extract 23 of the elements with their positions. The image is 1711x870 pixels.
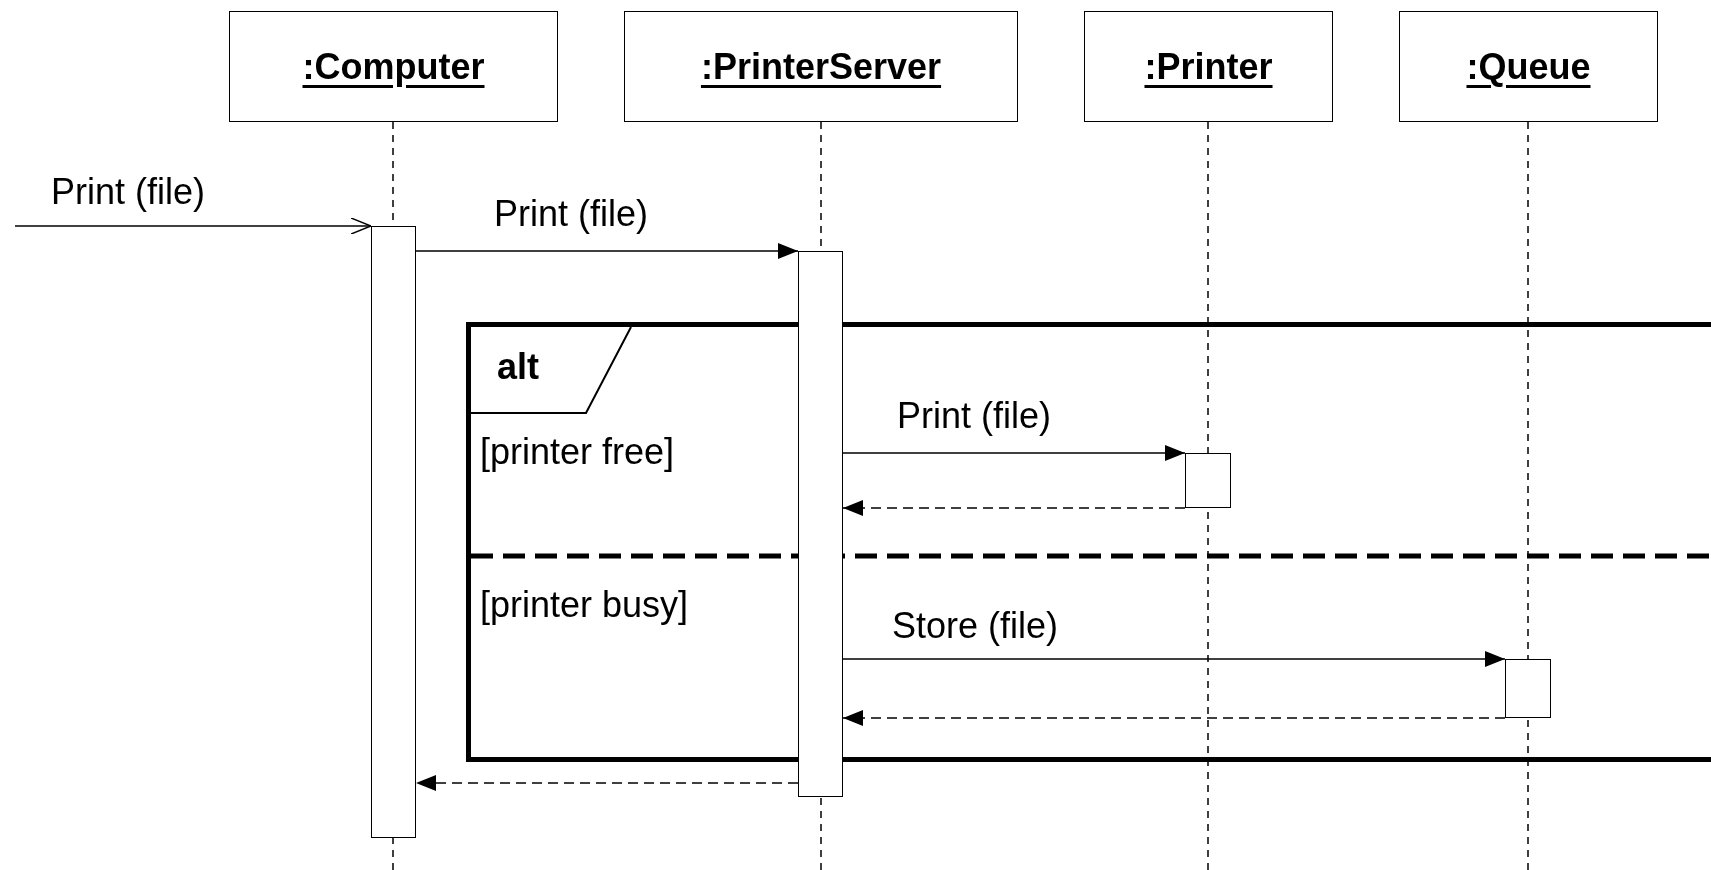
message-arrow xyxy=(415,243,799,259)
object-name: :PrinterServer xyxy=(700,45,942,88)
message-arrow xyxy=(14,217,372,235)
combined-fragment-frame xyxy=(466,322,1711,762)
object-name: :Printer xyxy=(1144,45,1273,88)
object-box xyxy=(1399,11,1658,122)
object-box xyxy=(624,11,1018,122)
fragment-operator: alt xyxy=(497,349,539,385)
message-arrow xyxy=(842,445,1186,461)
message-arrow xyxy=(842,651,1506,667)
activation-bar xyxy=(798,251,843,797)
object-box xyxy=(1084,11,1333,122)
activation-bar xyxy=(371,226,416,838)
object-name: :Queue xyxy=(1466,45,1591,88)
object-box xyxy=(229,11,558,122)
return-message-arrow xyxy=(415,775,799,791)
guard-condition: [printer free] xyxy=(480,434,675,470)
activation-bar xyxy=(1505,659,1551,718)
object-name: :Computer xyxy=(302,45,485,88)
return-message-arrow xyxy=(842,710,1506,726)
activation-bar xyxy=(1185,453,1231,508)
return-message-arrow xyxy=(842,500,1186,516)
guard-condition: [printer busy] xyxy=(480,587,689,623)
